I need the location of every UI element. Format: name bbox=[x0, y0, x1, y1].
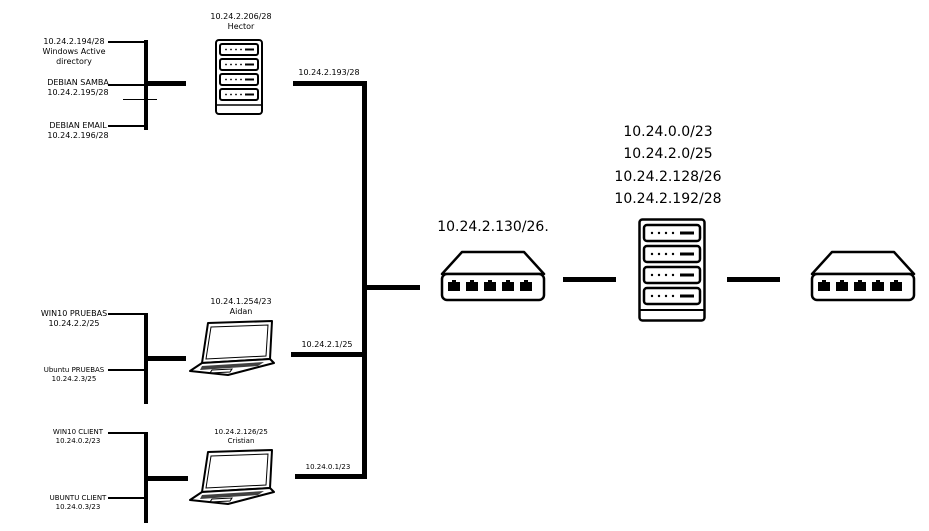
client-label-windows-ad: 10.24.2.194/28 Windows Active directory bbox=[42, 37, 106, 66]
server-icon-hector[interactable] bbox=[215, 39, 263, 115]
link-hector-gateway bbox=[293, 81, 367, 86]
aidan-lan-bus bbox=[144, 313, 148, 404]
client-label-win10-pruebas: WIN10 PRUEBAS 10.24.2.2/25 bbox=[40, 309, 108, 328]
gateway-label-cristian: 10.24.0.1/23 bbox=[305, 463, 351, 471]
route-2: 10.24.2.0/25 bbox=[623, 146, 713, 163]
client-label-ubuntu-client: UBUNTU CLIENT 10.24.0.3/23 bbox=[49, 494, 107, 511]
cristian-client-link-2 bbox=[108, 497, 144, 499]
link-aidan-gateway bbox=[291, 352, 367, 357]
hector-client-link-3 bbox=[108, 125, 144, 127]
link-core-switch bbox=[367, 285, 420, 290]
route-1: 10.24.0.0/23 bbox=[623, 124, 713, 140]
cristian-lan-bus bbox=[144, 432, 148, 523]
client-label-debian-email: DEBIAN EMAIL 10.24.2.196/28 bbox=[47, 121, 109, 140]
switch-icon-edge[interactable] bbox=[810, 250, 916, 302]
aidan-host-link bbox=[148, 356, 186, 361]
route-4: 10.24.2.192/28 bbox=[614, 191, 722, 208]
aidan-client-link-2 bbox=[108, 369, 144, 371]
link-router-edge-switch bbox=[727, 277, 780, 282]
core-bus-vertical bbox=[362, 81, 367, 479]
switch-icon-core[interactable] bbox=[440, 250, 546, 302]
host-label-cristian: 10.24.2.126/25 Cristian bbox=[214, 428, 268, 445]
client-label-debian-samba: DEBIAN SAMBA 10.24.2.195/28 bbox=[47, 78, 109, 97]
link-cristian-gateway bbox=[295, 474, 367, 479]
cristian-host-link bbox=[148, 476, 188, 481]
aidan-client-link-1 bbox=[108, 313, 144, 315]
client-label-ubuntu-pruebas: Ubuntu PRUEBAS 10.24.2.3/25 bbox=[43, 366, 105, 383]
hector-client-link-2 bbox=[108, 84, 144, 86]
hector-client-link-1 bbox=[108, 41, 144, 43]
hector-host-link bbox=[148, 81, 186, 86]
hector-lan-bus bbox=[144, 40, 148, 130]
route-3: 10.24.2.128/26 bbox=[614, 168, 722, 185]
cristian-client-link-1 bbox=[108, 432, 144, 434]
laptop-icon-cristian[interactable] bbox=[188, 448, 276, 506]
host-label-hector: 10.24.2.206/28 Hector bbox=[210, 12, 272, 31]
laptop-icon-aidan[interactable] bbox=[188, 319, 276, 377]
server-icon-router[interactable] bbox=[638, 218, 706, 322]
core-switch-label: 10.24.2.130/26. bbox=[437, 219, 549, 235]
router-routes: 10.24.0.0/23 10.24.2.0/25 10.24.2.128/26… bbox=[598, 121, 738, 211]
host-label-aidan: 10.24.1.254/23 Aidan bbox=[210, 297, 272, 316]
client-label-win10-client: WIN10 CLIENT 10.24.0.2/23 bbox=[52, 428, 104, 445]
gateway-label-hector: 10.24.2.193/28 bbox=[298, 68, 360, 77]
link-switch-router bbox=[563, 277, 616, 282]
hector-stub-line bbox=[123, 99, 157, 100]
gateway-label-aidan: 10.24.2.1/25 bbox=[301, 340, 353, 349]
